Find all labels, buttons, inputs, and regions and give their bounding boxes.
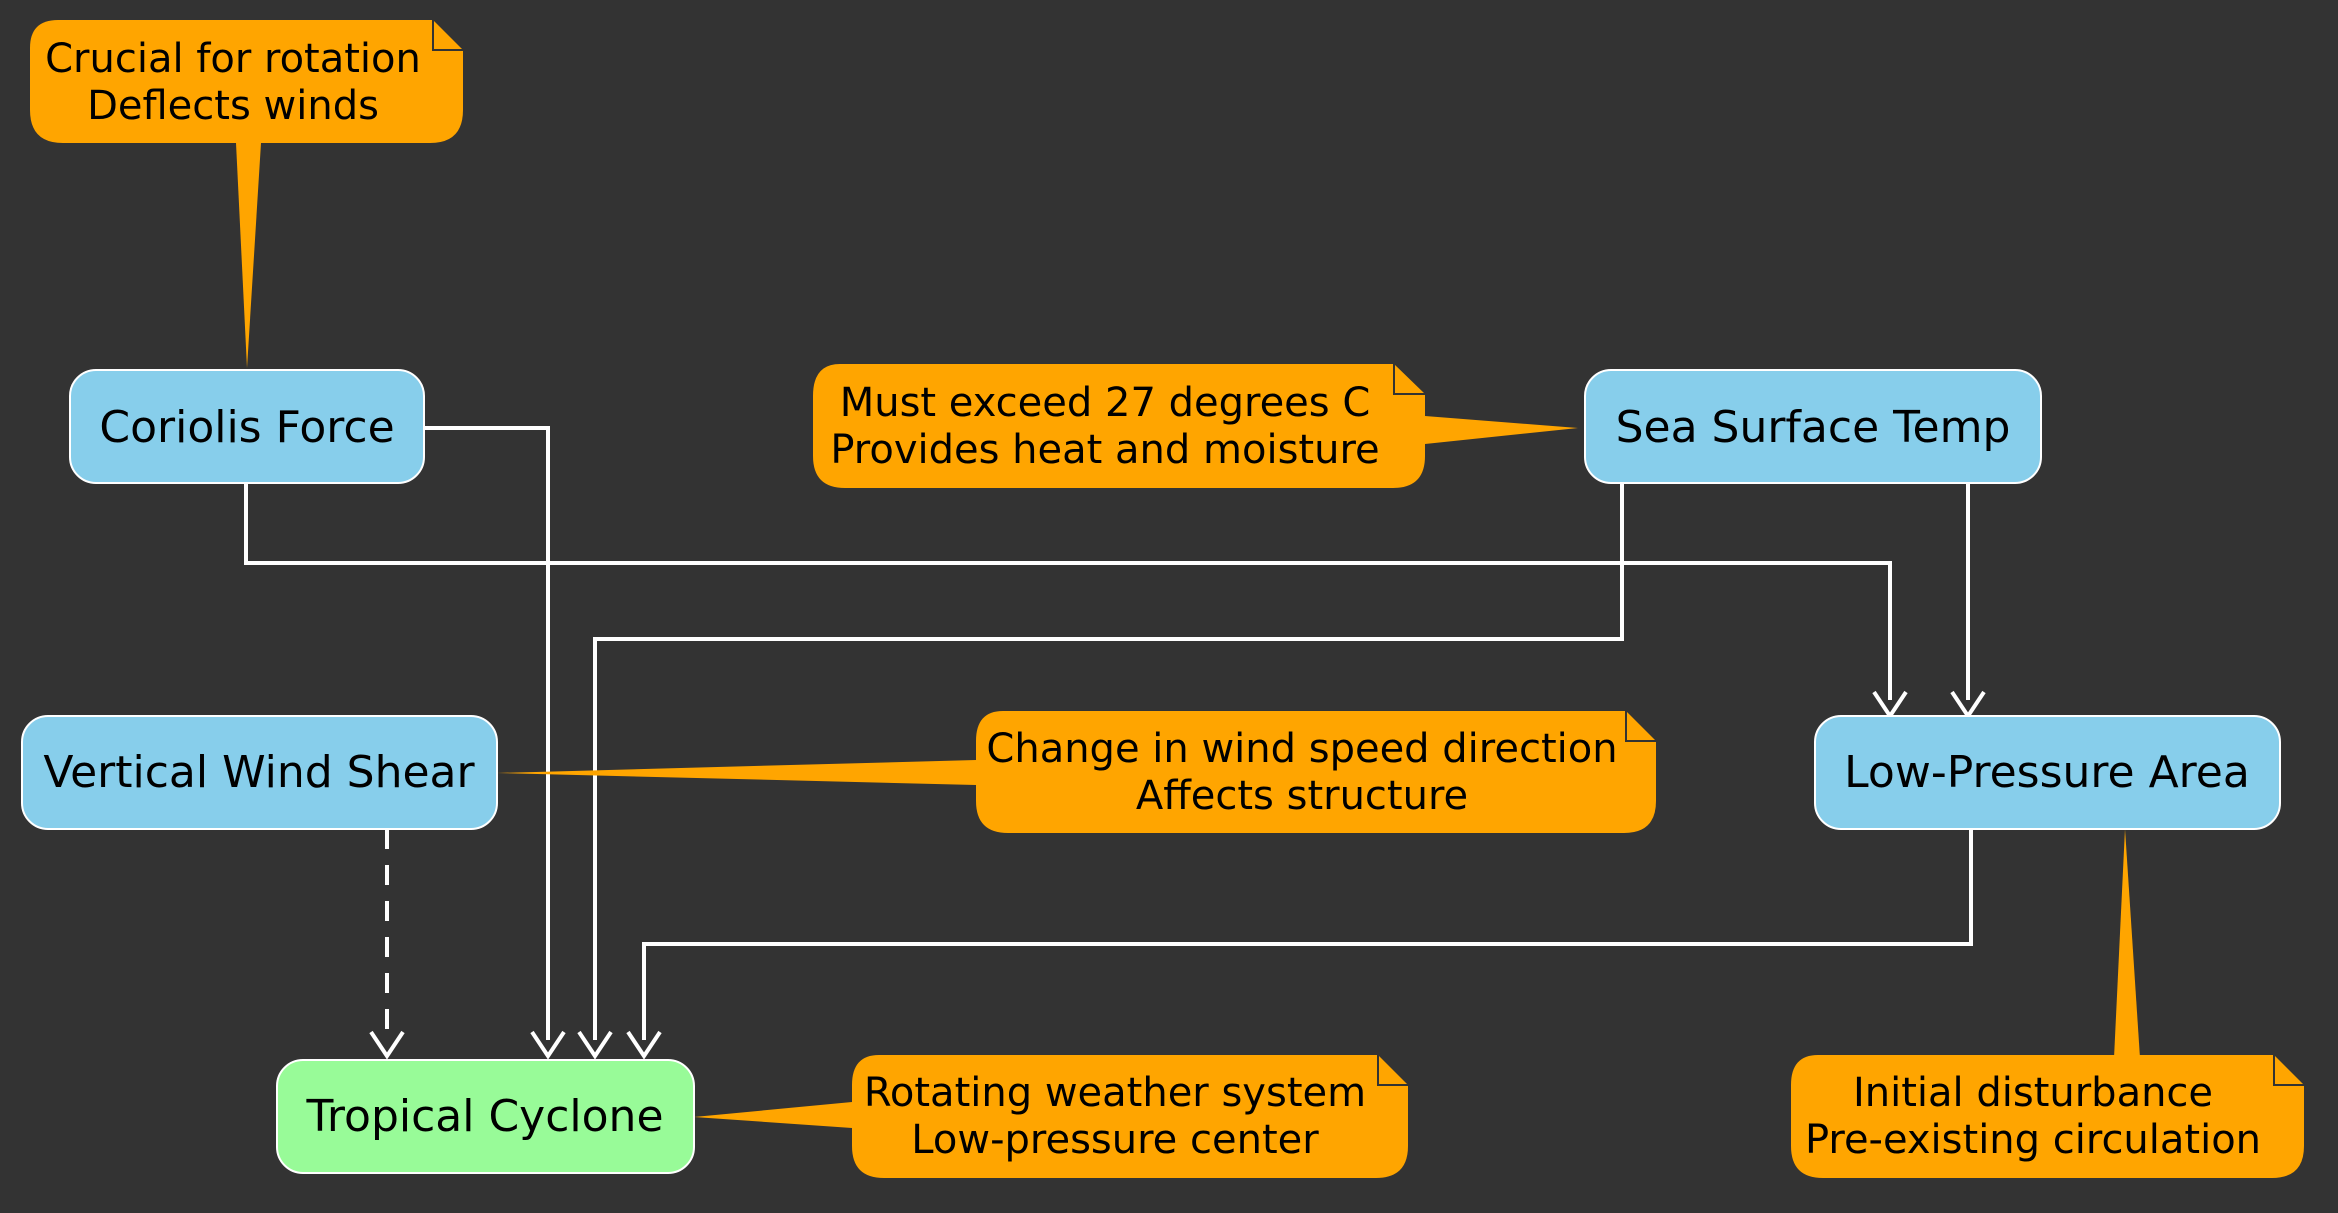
note-fold-icon: [1625, 711, 1656, 742]
node-low-pressure-area: Low-Pressure Area: [1814, 715, 2281, 830]
note-fold-icon: [432, 20, 463, 51]
note-cyclone-line1: Rotating weather system: [864, 1070, 1366, 1116]
node-box: [21, 715, 498, 830]
note-sea-temp-line1: Must exceed 27 degrees C: [840, 380, 1371, 426]
note-connector-coriolis: [236, 143, 261, 368]
node-tropical-cyclone: Tropical Cyclone: [276, 1059, 695, 1174]
node-label: Sea Surface Temp: [1616, 402, 2011, 453]
note-shape: [976, 711, 1656, 833]
note-sea-temp: Must exceed 27 degrees C Provides heat a…: [813, 364, 1425, 488]
note-low-pressure-line1: Initial disturbance: [1853, 1070, 2213, 1116]
node-box: [1584, 369, 2042, 484]
node-box: [276, 1059, 695, 1174]
node-box: [1814, 715, 2281, 830]
note-low-pressure: Initial disturbance Pre-existing circula…: [1791, 1055, 2304, 1178]
note-cyclone: Rotating weather system Low-pressure cen…: [852, 1055, 1408, 1178]
node-box: [69, 369, 425, 484]
note-coriolis-line2: Deflects winds: [87, 83, 379, 129]
edge-coriolis-to-cyclone: [424, 426, 566, 1060]
note-wind-shear-line1: Change in wind speed direction: [986, 726, 1617, 772]
edge-coriolis-to-low-pressure: [244, 483, 1908, 720]
edges: [244, 426, 1986, 1060]
node-sea-surface-temp: Sea Surface Temp: [1584, 369, 2042, 484]
node-label: Tropical Cyclone: [305, 1091, 663, 1142]
node-label: Vertical Wind Shear: [43, 747, 475, 798]
note-shape: [30, 20, 463, 143]
note-connectors: [236, 143, 2140, 1128]
note-shape: [813, 364, 1425, 488]
note-cyclone-line2: Low-pressure center: [911, 1117, 1319, 1163]
edge-wind-shear-to-cyclone-arrowhead: [369, 1030, 405, 1060]
node-label: Low-Pressure Area: [1844, 747, 2250, 798]
node-coriolis-force: Coriolis Force: [69, 369, 425, 484]
note-fold-icon: [1377, 1055, 1408, 1086]
node-vertical-wind-shear: Vertical Wind Shear: [21, 715, 498, 830]
edge-low-pressure-to-cyclone: [626, 829, 1973, 1060]
node-label: Coriolis Force: [99, 402, 394, 453]
note-connector-cyclone: [694, 1102, 852, 1128]
note-wind-shear: Change in wind speed direction Affects s…: [976, 711, 1656, 833]
note-connector-low-pressure: [2114, 829, 2140, 1058]
note-fold-icon: [1393, 364, 1425, 395]
note-shape: [852, 1055, 1408, 1178]
note-connector-wind-shear: [497, 760, 976, 785]
note-connector-sea-temp: [1425, 416, 1578, 444]
note-fold-icon: [2273, 1055, 2304, 1086]
note-wind-shear-line2: Affects structure: [1136, 773, 1468, 819]
edge-sea-temp-to-low-pressure: [1950, 483, 1986, 720]
note-coriolis: Crucial for rotation Deflects winds: [30, 20, 463, 143]
note-coriolis-line1: Crucial for rotation: [45, 36, 421, 82]
edge-sea-temp-to-cyclone: [577, 483, 1624, 1060]
note-shape: [1791, 1055, 2304, 1178]
note-sea-temp-line2: Provides heat and moisture: [830, 427, 1379, 473]
note-low-pressure-line2: Pre-existing circulation: [1805, 1117, 2261, 1163]
